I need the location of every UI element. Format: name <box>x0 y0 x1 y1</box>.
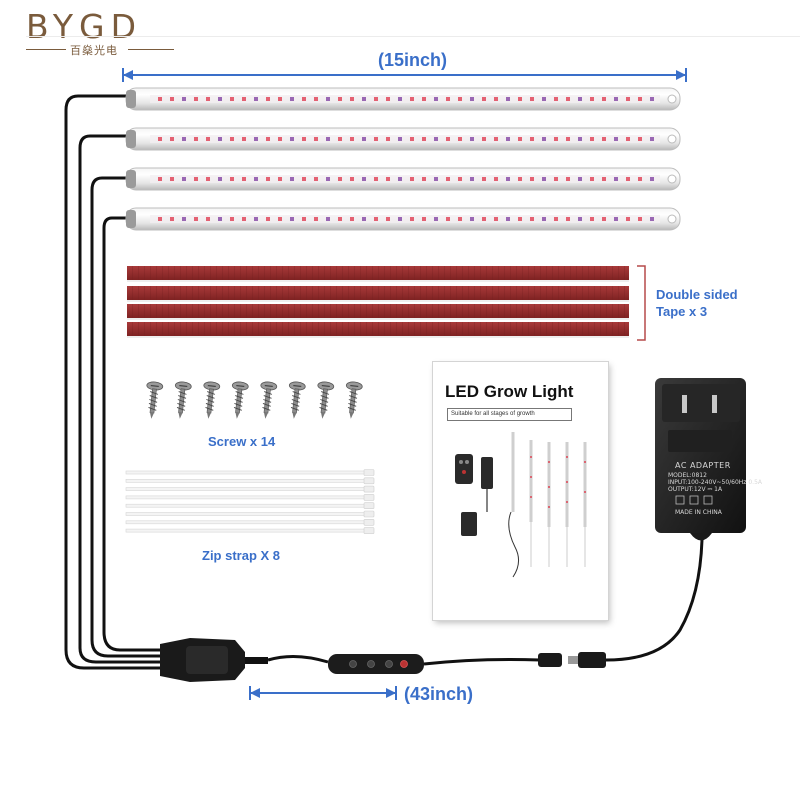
tape-caption-line1: Double sided <box>656 287 738 302</box>
light-bar <box>125 127 681 151</box>
screw <box>231 381 249 419</box>
screw <box>260 381 278 419</box>
screw <box>174 381 192 419</box>
screw <box>345 381 363 419</box>
logo-rule-left <box>26 49 66 50</box>
brand-logo: BYGD <box>26 7 142 46</box>
bar-length-dimension <box>122 68 687 82</box>
bar-cables <box>64 94 160 670</box>
tape-strip <box>127 304 629 320</box>
bar-length-label: (15inch) <box>378 50 448 70</box>
instruction-manual: LED Grow Light Suitable for all stages o… <box>433 362 608 620</box>
screws <box>146 381 363 419</box>
screw <box>317 381 335 419</box>
light-bar <box>125 87 681 111</box>
power-adapter <box>655 378 746 541</box>
cable-length-label: (43inch) <box>404 684 474 704</box>
brand-subtitle: 百燊光电 <box>70 44 118 57</box>
inline-controller <box>328 654 424 674</box>
splitter-cable <box>267 655 329 664</box>
cable-length-dimension <box>249 686 397 700</box>
adapter-line1: MODEL:0812 <box>668 472 707 479</box>
manual-illustration <box>455 432 587 578</box>
screw <box>288 381 306 419</box>
dc-male-plug <box>568 652 606 668</box>
light-bar <box>125 167 681 191</box>
tape-caption-line2: Tape x 3 <box>656 304 708 319</box>
zip-strap <box>125 494 375 501</box>
logo-rule-right <box>128 49 174 50</box>
zip-caption: Zip strap X 8 <box>202 548 281 563</box>
screw <box>203 381 221 419</box>
tape-caption: Double sided Tape x 3 <box>656 286 738 320</box>
light-bars <box>125 87 681 231</box>
manual-subtitle: Suitable for all stages of growth <box>447 408 572 421</box>
tape-strip <box>127 266 629 282</box>
zip-strap <box>125 469 375 476</box>
cable-splitter <box>160 638 268 682</box>
tape-bracket <box>637 265 646 341</box>
zip-straps <box>125 469 375 534</box>
adapter-label: AC ADAPTER <box>675 461 731 470</box>
tape-strips <box>127 266 629 338</box>
adapter-line3: OUTPUT:12V ⎓ 1A <box>668 486 723 493</box>
zip-strap <box>125 477 375 485</box>
adapter-cable <box>605 539 704 662</box>
zip-strap <box>125 527 375 534</box>
tape-strip <box>127 286 629 302</box>
tape-strip <box>127 322 629 338</box>
adapter-line2: INPUT:100-240V~50/60Hz 0.5A <box>668 479 763 486</box>
top-divider <box>26 36 800 37</box>
zip-strap <box>125 485 375 493</box>
adapter-line4: MADE IN CHINA <box>675 509 722 516</box>
controller-cable <box>423 658 541 666</box>
zip-strap <box>125 510 375 518</box>
screw <box>146 381 164 419</box>
screw-caption: Screw x 14 <box>208 434 276 449</box>
zip-strap <box>125 518 375 526</box>
manual-title: LED Grow Light <box>445 382 574 401</box>
light-bar <box>125 207 681 231</box>
zip-strap <box>125 502 375 510</box>
dc-female-plug <box>538 653 562 667</box>
